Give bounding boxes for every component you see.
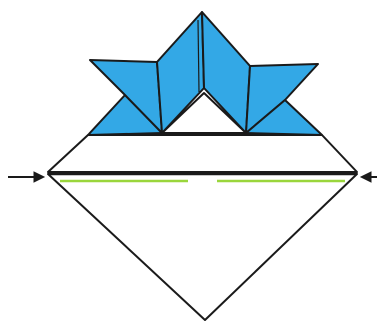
white-band	[48, 135, 357, 172]
arrow-right-head	[34, 172, 44, 182]
arrow-right-pointing	[8, 172, 44, 182]
arrow-left-pointing	[361, 172, 377, 182]
arrow-left-head	[361, 172, 371, 182]
lower-triangle-flap	[48, 174, 357, 320]
